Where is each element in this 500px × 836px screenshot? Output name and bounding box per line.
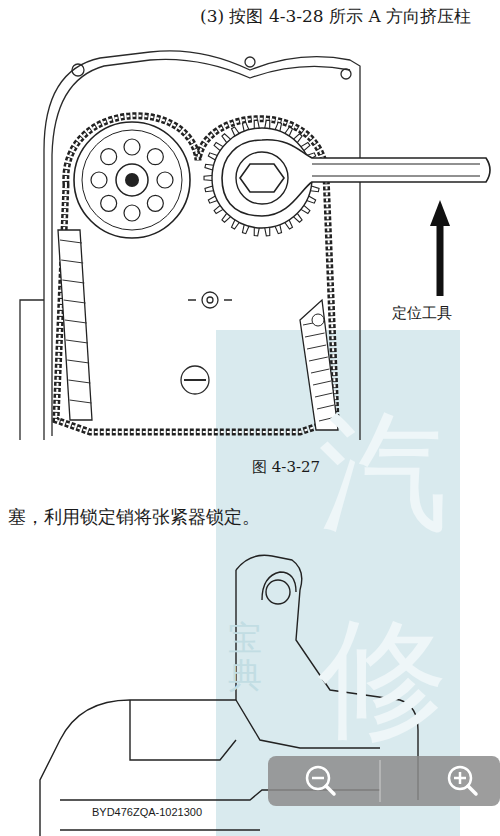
intake-sprocket-rim bbox=[82, 130, 182, 230]
left-chain-guide bbox=[58, 230, 92, 420]
arrow-head bbox=[430, 200, 450, 226]
sprocket-tooth bbox=[254, 227, 259, 235]
guide-hatch bbox=[68, 380, 90, 383]
positioning-tool bbox=[222, 140, 490, 216]
instruction-text: 塞，利用锁定销将张紧器锁定。 bbox=[8, 506, 260, 528]
guide-pivot bbox=[312, 314, 324, 326]
guide-hatch bbox=[62, 280, 84, 283]
indicator-arrow bbox=[437, 222, 444, 296]
guide-hatch bbox=[65, 320, 87, 323]
guide-hatch bbox=[66, 340, 88, 343]
tool-ring bbox=[236, 152, 288, 204]
engine-cover bbox=[20, 51, 360, 440]
zoom-control bbox=[268, 756, 500, 806]
sprocket-tooth bbox=[265, 227, 270, 235]
sprocket-hole bbox=[147, 195, 163, 211]
guide-hatch bbox=[70, 400, 92, 403]
watermark: 修 bbox=[318, 600, 448, 756]
guide-hatch bbox=[67, 360, 89, 363]
intake-hub bbox=[116, 164, 148, 196]
watermark: 宝典 bbox=[228, 620, 262, 695]
part-label: 定位工具 bbox=[392, 304, 452, 322]
sprocket-hole bbox=[157, 172, 173, 188]
sprocket-hole bbox=[101, 195, 117, 211]
intake-bolt bbox=[125, 173, 139, 187]
sprocket-hole bbox=[124, 205, 140, 221]
part-number: BYD476ZQA-1021300 bbox=[92, 806, 202, 819]
guide-hatch bbox=[60, 240, 82, 243]
sprocket-tooth bbox=[254, 120, 259, 128]
guide-hatch bbox=[64, 300, 86, 303]
guide-hatch bbox=[61, 260, 83, 263]
sprocket-hole bbox=[91, 172, 107, 188]
sprocket-tooth bbox=[204, 176, 212, 181]
sprocket-hole bbox=[147, 149, 163, 165]
tool-slot bbox=[312, 164, 480, 176]
sprocket-hole bbox=[101, 149, 117, 165]
figure-caption: 图 4-3-27 bbox=[252, 458, 320, 476]
intake-sprocket bbox=[74, 122, 190, 238]
sprocket-tooth bbox=[265, 120, 270, 128]
watermark: 汽 bbox=[318, 394, 448, 550]
guide-hatch bbox=[311, 369, 329, 373]
guide-hatch bbox=[307, 345, 326, 349]
hex-bolt bbox=[240, 164, 284, 192]
sprocket-hole bbox=[124, 139, 140, 155]
guide-hatch bbox=[313, 381, 331, 385]
instruction-text: (3) 按图 4-3-28 所示 A 方向挤压柱 bbox=[200, 6, 471, 26]
guide-hatch bbox=[305, 333, 325, 337]
guide-hatch bbox=[309, 357, 328, 361]
